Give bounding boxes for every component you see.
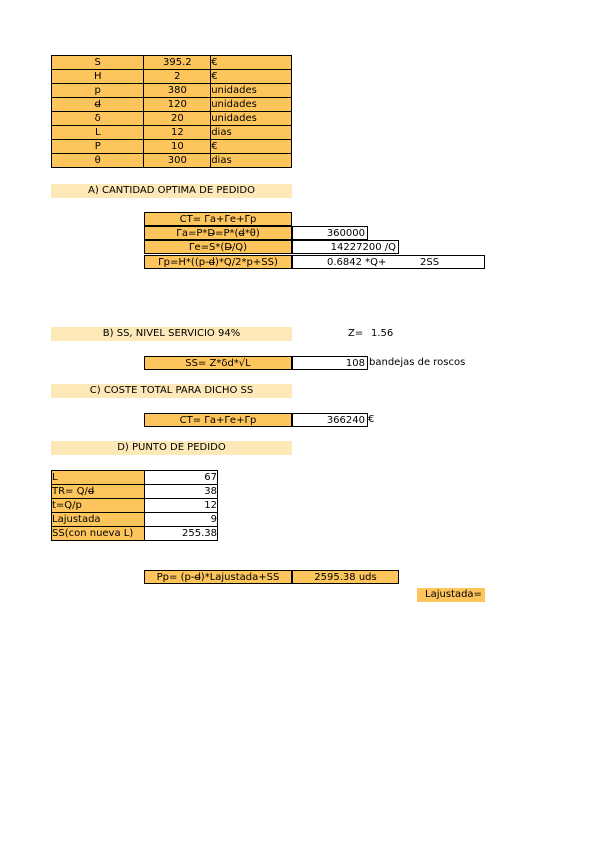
gamma-p-value: 0.6842 *Q+ xyxy=(327,257,387,268)
reorder-row: TR= Q/d̶38 xyxy=(51,484,219,499)
section-a-ct-formula: CT= Γa+Γe+Γp xyxy=(144,212,292,226)
parameter-value: 395.2 xyxy=(143,55,212,70)
parameter-value: 120 xyxy=(143,97,212,112)
section-c-title: C) COSTE TOTAL PARA DICHO SS xyxy=(51,384,292,398)
parameter-value: 2 xyxy=(143,69,212,84)
pp-formula: Pp= (p-d̶)*Lajustada+SS xyxy=(144,570,292,584)
parameter-symbol: d̶ xyxy=(50,97,145,112)
z-label: Z= xyxy=(348,328,364,339)
parameter-unit: unidades xyxy=(210,97,292,112)
gamma-p-extra: 2SS xyxy=(420,257,440,268)
section-d-title: D) PUNTO DE PEDIDO xyxy=(51,441,292,455)
parameter-value: 300 xyxy=(143,153,212,168)
ss-value: 108 xyxy=(292,356,368,370)
parameter-unit: € xyxy=(210,69,292,84)
reorder-label: SS(con nueva L) xyxy=(51,526,145,541)
parameter-symbol: p xyxy=(50,83,145,98)
reorder-label: Lajustada xyxy=(51,512,145,527)
reorder-row: SS(con nueva L)255.38 xyxy=(51,526,219,541)
section-c-ct-formula: CT= Γa+Γe+Γp xyxy=(144,413,292,427)
ss-formula: SS= Z*δd*√L xyxy=(144,356,292,370)
parameter-value: 12 xyxy=(143,125,212,140)
parameter-value: 20 xyxy=(143,111,212,126)
gamma-a-formula: Γa=P*D̶=P*(d̶*θ) xyxy=(144,226,292,240)
pp-value: 2595.38 uds xyxy=(292,570,399,584)
parameter-symbol: δ xyxy=(50,111,145,126)
gamma-a-value: 360000 xyxy=(292,226,368,240)
gamma-e-value: 14227200 /Q xyxy=(292,240,399,254)
gamma-p-value-box: 0.6842 *Q+ 2SS xyxy=(292,255,485,269)
parameter-value: 380 xyxy=(143,83,212,98)
gamma-p-formula: Γp=H*((p-d̶)*Q/2*p+SS) xyxy=(144,255,292,269)
parameter-unit: dias xyxy=(210,153,292,168)
section-a-title: A) CANTIDAD OPTIMA DE PEDIDO xyxy=(51,184,292,198)
reorder-value: 12 xyxy=(143,498,219,513)
reorder-value: 38 xyxy=(143,484,219,499)
section-b-title: B) SS, NIVEL SERVICIO 94% xyxy=(51,327,292,341)
parameter-unit: dias xyxy=(210,125,292,140)
total-cost-value: 366240 xyxy=(292,413,368,427)
lajustada-label: Lajustada= xyxy=(417,588,485,602)
reorder-value: 67 xyxy=(143,470,219,485)
parameter-unit: unidades xyxy=(210,83,292,98)
total-cost-unit: € xyxy=(368,414,375,425)
reorder-value: 9 xyxy=(143,512,219,527)
z-value: 1.56 xyxy=(371,328,394,339)
parameter-unit: unidades xyxy=(210,111,292,126)
reorder-value: 255.38 xyxy=(143,526,219,541)
reorder-label: TR= Q/d̶ xyxy=(51,484,145,499)
parameter-symbol: L xyxy=(50,125,145,140)
parameter-unit: € xyxy=(210,55,292,70)
parameter-symbol: θ xyxy=(50,153,145,168)
ss-unit: bandejas de roscos xyxy=(369,357,466,368)
gamma-e-formula: Γe=S*(D̶/Q) xyxy=(144,240,292,254)
parameter-unit: € xyxy=(210,139,292,154)
parameter-symbol: H xyxy=(50,69,145,84)
parameter-symbol: S xyxy=(50,55,145,70)
parameter-symbol: P xyxy=(50,139,145,154)
parameter-value: 10 xyxy=(143,139,212,154)
reorder-label: t=Q/p xyxy=(51,498,145,513)
reorder-label: L xyxy=(51,470,145,485)
